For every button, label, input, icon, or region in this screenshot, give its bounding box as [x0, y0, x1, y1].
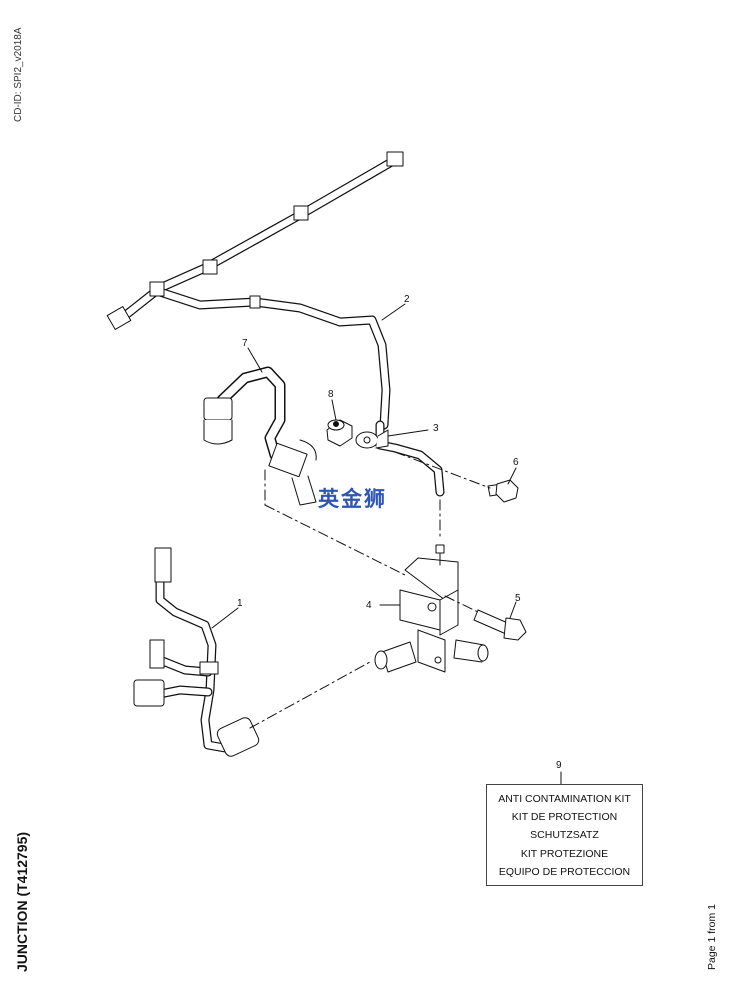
part-4-junction-block [374, 544, 489, 673]
injector-connector-4 [293, 205, 309, 221]
kit-line-de: SCHUTZSATZ [530, 829, 599, 842]
kit-callout-number: 9 [556, 760, 562, 771]
part-5-bolt [473, 609, 527, 641]
part-6-bolt [487, 479, 519, 503]
kit-line-es: EQUIPO DE PROTECCION [498, 865, 631, 878]
part-1-fuel-pipe [133, 547, 260, 757]
injector-connector-1 [106, 306, 132, 330]
part-3-clip [355, 429, 389, 449]
kit-line-it: KIT PROTEZIONE [520, 847, 609, 860]
part-8-nut [326, 419, 353, 447]
callout-labels: 1 2 3 4 5 6 7 8 [237, 294, 521, 611]
part-2-return-pipe [106, 151, 445, 541]
callout-4: 4 [366, 600, 372, 611]
callout-5: 5 [515, 593, 521, 604]
callout-6: 6 [513, 457, 519, 468]
callout-7: 7 [242, 338, 248, 349]
watermark: 英金狮 [318, 487, 387, 511]
callout-3: 3 [433, 423, 439, 434]
pipe-connector-mid [149, 639, 165, 669]
pipe-connector-bottom [216, 717, 260, 757]
part-7-hose [203, 366, 317, 506]
callout-8: 8 [328, 389, 334, 400]
pipe-connector-top [154, 547, 172, 583]
leader-lines [211, 303, 562, 785]
pipe-connector-side [133, 679, 165, 707]
injector-connector-2 [149, 281, 165, 297]
kit-label-box: ANTI CONTAMINATION KIT KIT DE PROTECTION… [486, 784, 643, 886]
injector-connector-3 [202, 259, 218, 275]
callout-1: 1 [237, 598, 243, 609]
assembly-lines [249, 451, 491, 729]
kit-line-en: ANTI CONTAMINATION KIT [498, 793, 631, 805]
injector-connector-5 [386, 151, 404, 167]
callout-2: 2 [404, 294, 410, 305]
kit-line-fr: KIT DE PROTECTION [511, 811, 618, 824]
